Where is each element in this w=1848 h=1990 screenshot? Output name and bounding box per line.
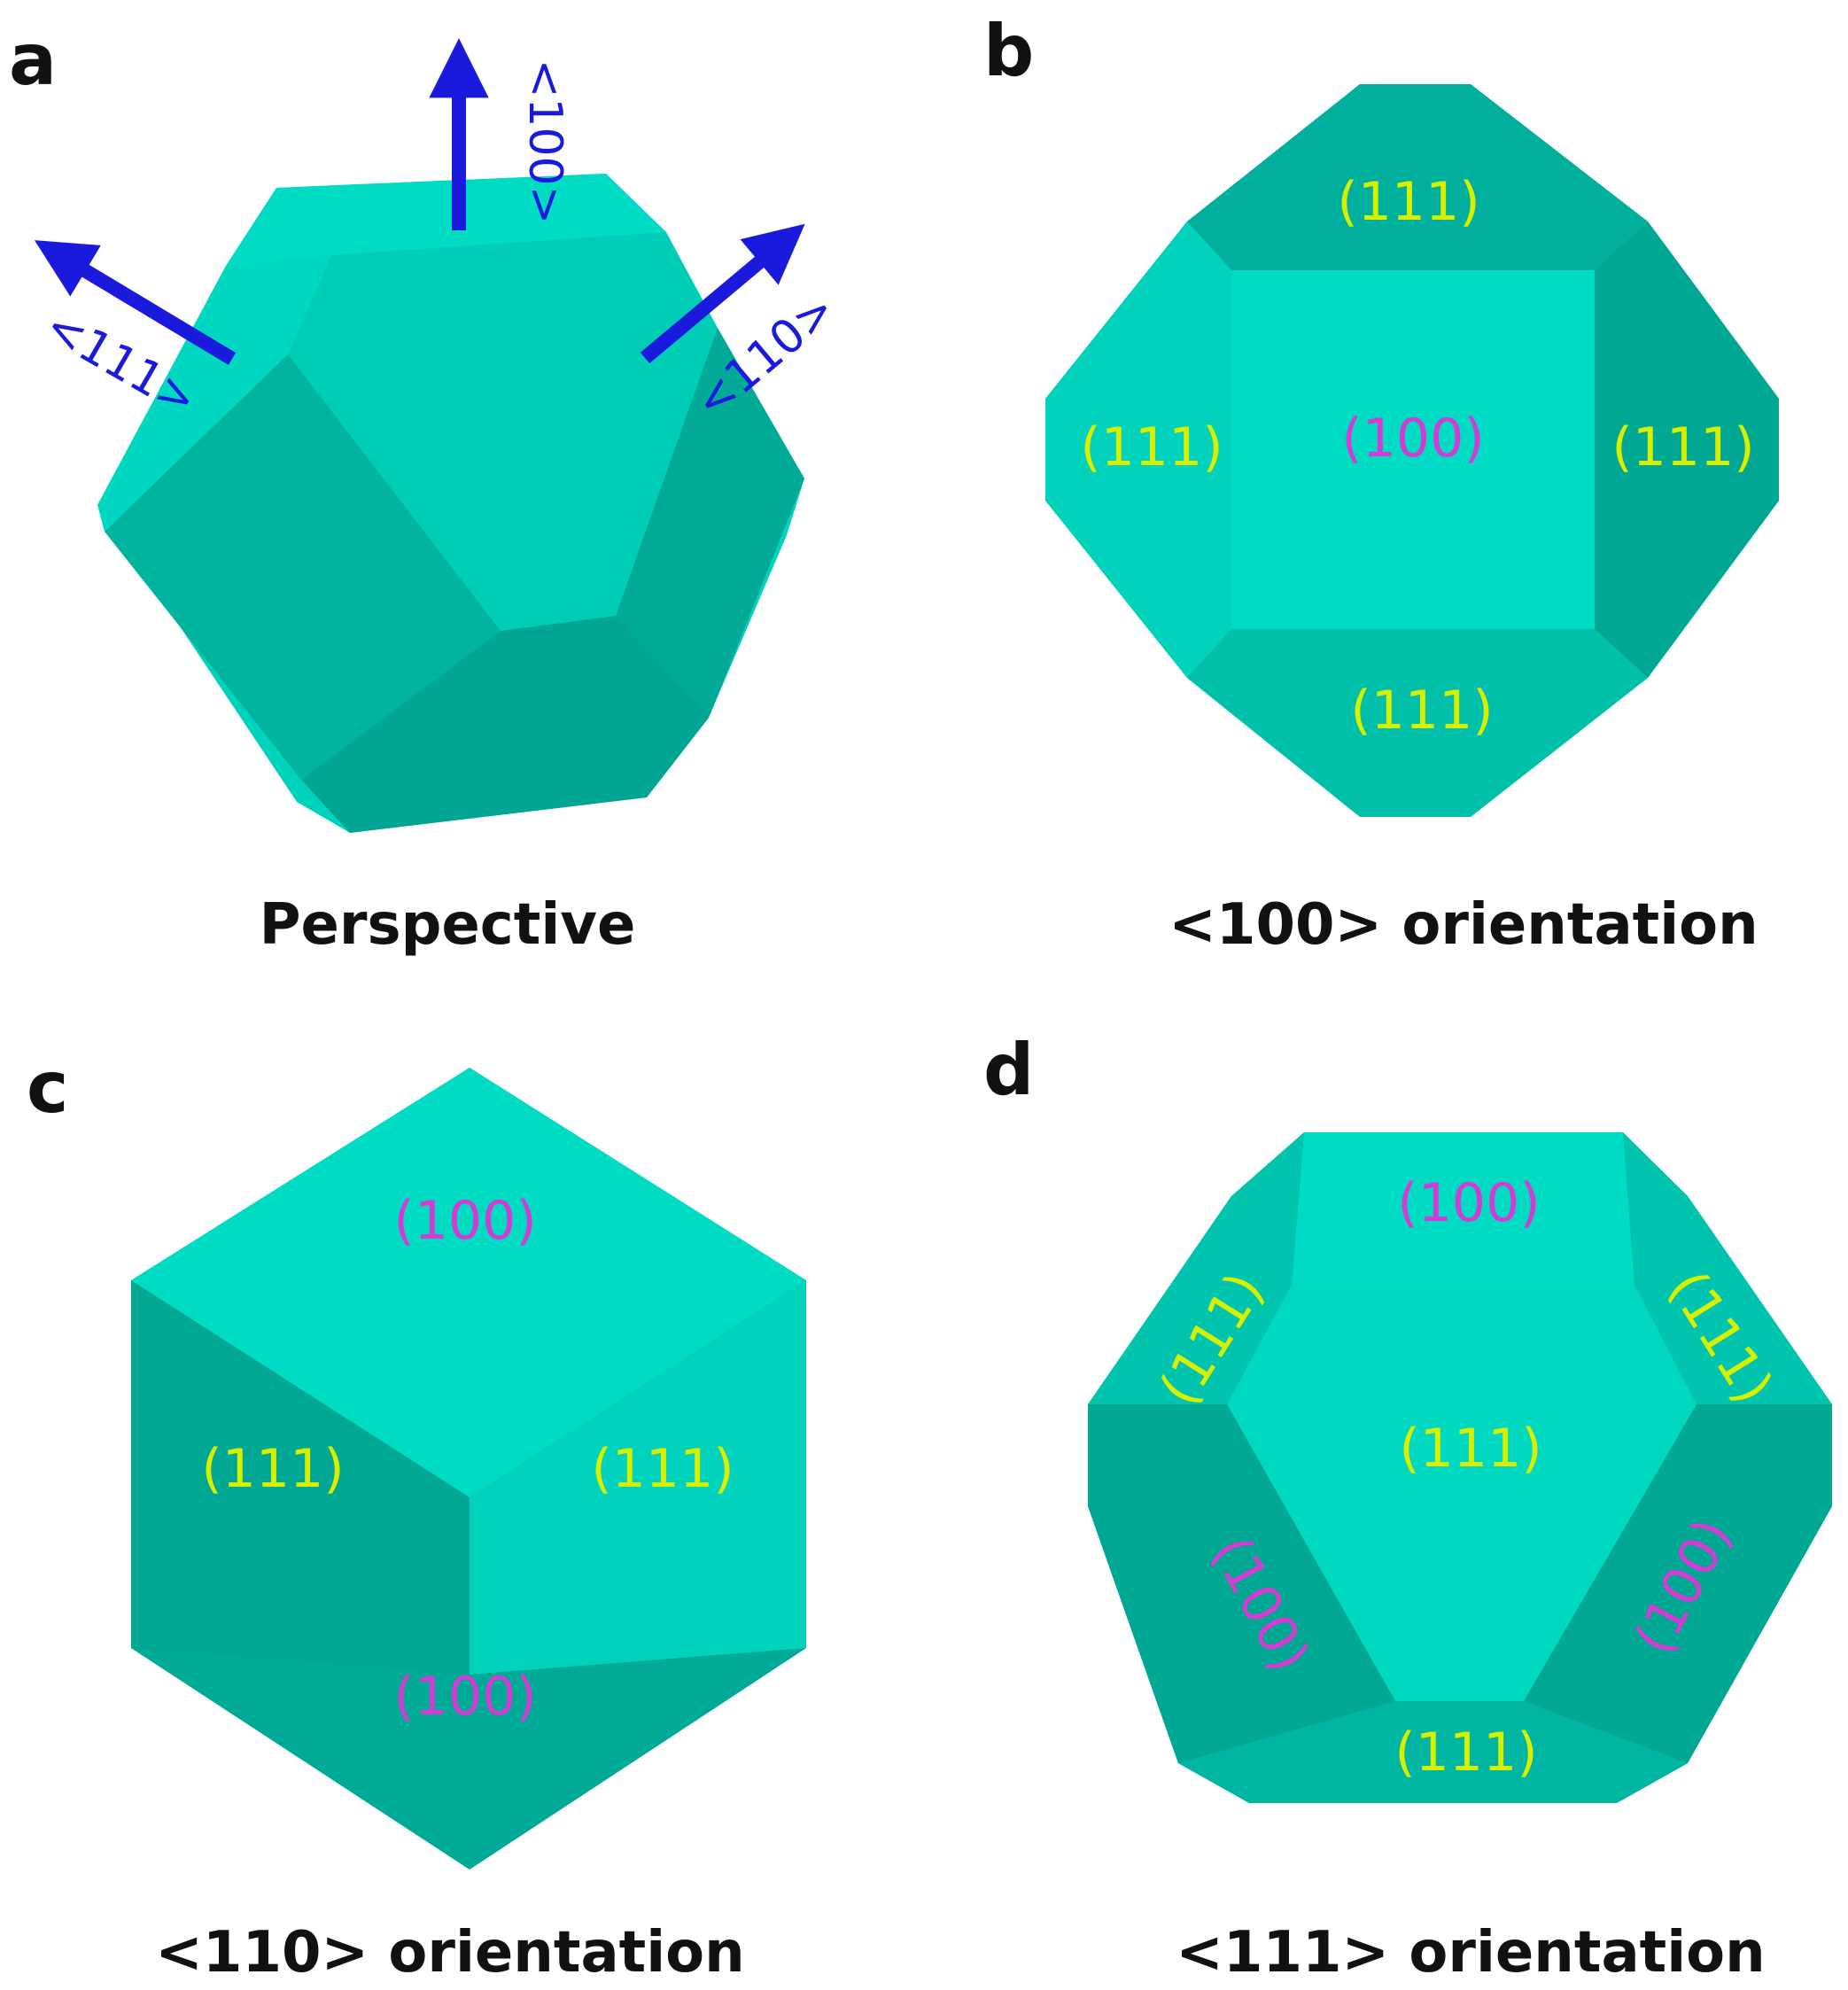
face-left-111 — [1045, 222, 1231, 678]
face-label-bottom: (111) — [1350, 680, 1493, 742]
face-top-100 — [226, 174, 666, 266]
panel-c: c (100) (111) (111) (100) <110> orientat… — [27, 1046, 806, 1986]
face-right-111 — [1595, 222, 1779, 678]
face-upper-right-111 — [1623, 1132, 1832, 1404]
face-label-right: (111) — [591, 1438, 734, 1500]
face-upper-left-111 — [1088, 1132, 1304, 1404]
arrow-110 — [640, 223, 805, 364]
panel-letter-c: c — [27, 1046, 68, 1129]
face-label-top: (100) — [393, 1190, 536, 1252]
panel-letter-b: b — [983, 10, 1034, 92]
face-front-100 — [288, 232, 718, 631]
caption-c: <110> orientation — [155, 1920, 744, 1986]
face-label-left: (111) — [201, 1438, 344, 1500]
face-left-111 — [105, 354, 501, 780]
face-top-100 — [131, 1068, 806, 1497]
face-upper-left-111 — [97, 255, 331, 532]
panel-b: b (111) (111) (100) (111) (111) <100> or… — [983, 10, 1779, 958]
direction-label-100: <100> — [518, 59, 571, 224]
arrow-111 — [34, 240, 237, 365]
perspective-crystal — [97, 174, 804, 833]
face-label-top: (100) — [1397, 1172, 1540, 1234]
face-label-bottom: (100) — [393, 1666, 536, 1728]
face-bottom-111 — [1187, 629, 1648, 817]
face-label-top: (111) — [1337, 171, 1479, 233]
face-label-right: (111) — [1611, 416, 1754, 478]
face-right-111 — [470, 1280, 806, 1675]
face-lower-left-100 — [1088, 1404, 1395, 1763]
face-left-111 — [131, 1280, 470, 1675]
face-label-left: (111) — [1080, 416, 1223, 478]
face-center-100 — [1231, 270, 1595, 629]
face-label-center: (111) — [1399, 1418, 1541, 1480]
caption-a: Perspective — [260, 892, 636, 958]
face-label-center: (100) — [1341, 408, 1484, 470]
crystal-100-view — [1045, 84, 1779, 817]
face-right-111 — [616, 328, 804, 718]
panel-a: a <100> <111> <110> Perspective — [9, 19, 846, 958]
caption-d: <111> orientation — [1176, 1920, 1765, 1986]
face-label-bottom: (111) — [1394, 1722, 1537, 1784]
face-center-111 — [1227, 1285, 1697, 1701]
crystal-110-view — [131, 1068, 806, 1870]
crystal-111-view — [1088, 1132, 1832, 1803]
face-bottom-110 — [301, 616, 709, 833]
panel-d: d (100) (111) (111) (111) (100) (100) (1… — [983, 1029, 1832, 1986]
face-top-100 — [1292, 1132, 1634, 1285]
face-lower-right-100 — [1524, 1404, 1832, 1763]
face-bottom-100 — [131, 1648, 806, 1870]
panel-letter-d: d — [983, 1029, 1034, 1111]
caption-b: <100> orientation — [1169, 892, 1758, 958]
panel-letter-a: a — [9, 19, 57, 101]
face-top-111 — [1187, 84, 1648, 270]
face-bottom-111 — [1178, 1701, 1688, 1803]
